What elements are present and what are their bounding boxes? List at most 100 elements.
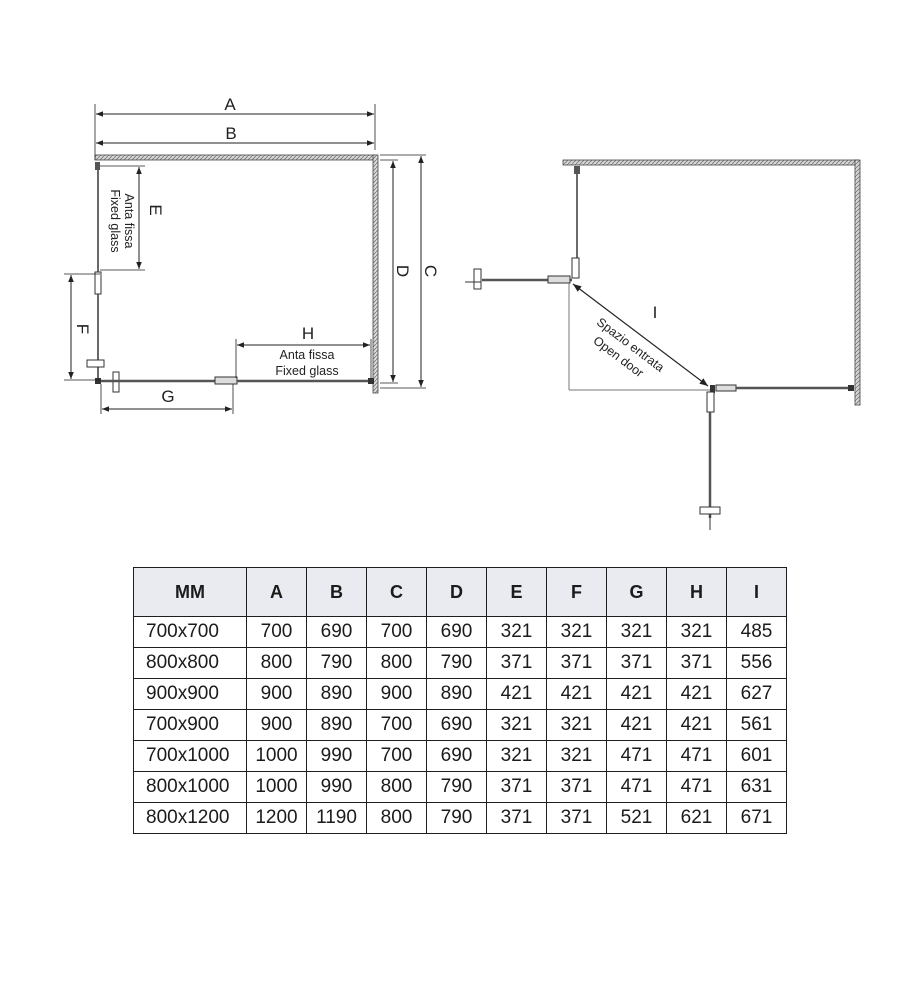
table-cell: 900x900 xyxy=(133,678,247,710)
table-cell: 800 xyxy=(246,647,307,679)
door-handle xyxy=(86,359,105,368)
right-wall xyxy=(372,154,379,394)
right-plan: I Spazio entrata Open door xyxy=(465,159,861,530)
table-cell: 371 xyxy=(546,647,607,679)
table-cell: 700x700 xyxy=(133,616,247,648)
table-cell: 371 xyxy=(546,802,607,834)
table-cell: 700 xyxy=(246,616,307,648)
table-cell: 1000 xyxy=(246,740,307,772)
table-cell: 700 xyxy=(366,616,427,648)
table-cell: 471 xyxy=(606,740,667,772)
top-wall xyxy=(94,154,376,161)
table-cell: 371 xyxy=(486,771,547,803)
table-cell: 321 xyxy=(666,616,727,648)
table-cell: 1190 xyxy=(306,802,367,834)
table-cell: 321 xyxy=(546,616,607,648)
table-cell: 421 xyxy=(486,678,547,710)
table-cell: 690 xyxy=(426,709,487,741)
table-cell: 521 xyxy=(606,802,667,834)
anta-fissa-vertical: Anta fissa xyxy=(122,194,136,249)
dim-label-a: A xyxy=(224,95,236,114)
table-cell: 690 xyxy=(306,616,367,648)
table-cell: 890 xyxy=(306,709,367,741)
right-wall xyxy=(854,159,861,406)
table-cell: 790 xyxy=(426,771,487,803)
header-cell-i: I xyxy=(726,567,787,617)
table-cell: 800 xyxy=(366,771,427,803)
table-cell: 790 xyxy=(306,647,367,679)
table-cell: 371 xyxy=(666,647,727,679)
table-header-row: MM A B C D E F G H I xyxy=(133,567,787,617)
table-cell: 1200 xyxy=(246,802,307,834)
table-cell: 371 xyxy=(546,771,607,803)
table-cell: 790 xyxy=(426,802,487,834)
table-cell: 321 xyxy=(546,740,607,772)
left-hinge xyxy=(94,271,102,295)
dim-label-f: F xyxy=(73,324,92,334)
header-cell-c: C xyxy=(366,567,427,617)
table-cell: 800x800 xyxy=(133,647,247,679)
table-cell: 421 xyxy=(606,709,667,741)
table-cell: 421 xyxy=(546,678,607,710)
table-cell: 631 xyxy=(726,771,787,803)
table-cell: 471 xyxy=(666,740,727,772)
table-cell: 371 xyxy=(486,647,547,679)
table-cell: 421 xyxy=(666,709,727,741)
table-cell: 700 xyxy=(366,709,427,741)
header-cell-mm: MM xyxy=(133,567,247,617)
dim-label-b: B xyxy=(225,124,236,143)
dim-label-h: H xyxy=(302,324,314,343)
dim-label-g: G xyxy=(161,387,174,406)
table-cell: 700x1000 xyxy=(133,740,247,772)
table-cell: 321 xyxy=(486,740,547,772)
table-cell: 900 xyxy=(246,709,307,741)
dim-label-c: C xyxy=(421,265,440,277)
table-cell: 700 xyxy=(366,740,427,772)
header-cell-b: B xyxy=(306,567,367,617)
top-wall xyxy=(562,159,859,166)
table-cell: 890 xyxy=(306,678,367,710)
table-cell: 321 xyxy=(486,709,547,741)
table-cell: 371 xyxy=(606,647,667,679)
table-cell: 800 xyxy=(366,647,427,679)
table-cell: 800 xyxy=(366,802,427,834)
table-cell: 990 xyxy=(306,740,367,772)
table-cell: 690 xyxy=(426,740,487,772)
table-cell: 601 xyxy=(726,740,787,772)
header-cell-d: D xyxy=(426,567,487,617)
fixed-glass-vertical: Fixed glass xyxy=(108,189,122,252)
fixed-glass-horizontal: Fixed glass xyxy=(275,364,338,378)
table-cell: 485 xyxy=(726,616,787,648)
table-cell: 421 xyxy=(606,678,667,710)
table-cell: 990 xyxy=(306,771,367,803)
door-handle xyxy=(699,506,721,515)
door-handle xyxy=(473,268,482,290)
table-cell: 556 xyxy=(726,647,787,679)
table-cell: 321 xyxy=(546,709,607,741)
table-cell: 421 xyxy=(666,678,727,710)
table-cell: 900 xyxy=(366,678,427,710)
dim-label-e: E xyxy=(146,204,165,215)
table-cell: 471 xyxy=(666,771,727,803)
table-cell: 800x1000 xyxy=(133,771,247,803)
shower-enclosure-diagram: A B E Anta fissa Fixed glass F G H Anta … xyxy=(64,95,861,530)
header-cell-f: F xyxy=(546,567,607,617)
header-cell-a: A xyxy=(246,567,307,617)
table-cell: 621 xyxy=(666,802,727,834)
left-plan: A B E Anta fissa Fixed glass F G H Anta … xyxy=(64,95,440,414)
table-cell: 690 xyxy=(426,616,487,648)
header-cell-g: G xyxy=(606,567,667,617)
anta-fissa-horizontal: Anta fissa xyxy=(280,348,335,362)
table-cell: 700x900 xyxy=(133,709,247,741)
table-cell: 321 xyxy=(606,616,667,648)
table-cell: 561 xyxy=(726,709,787,741)
